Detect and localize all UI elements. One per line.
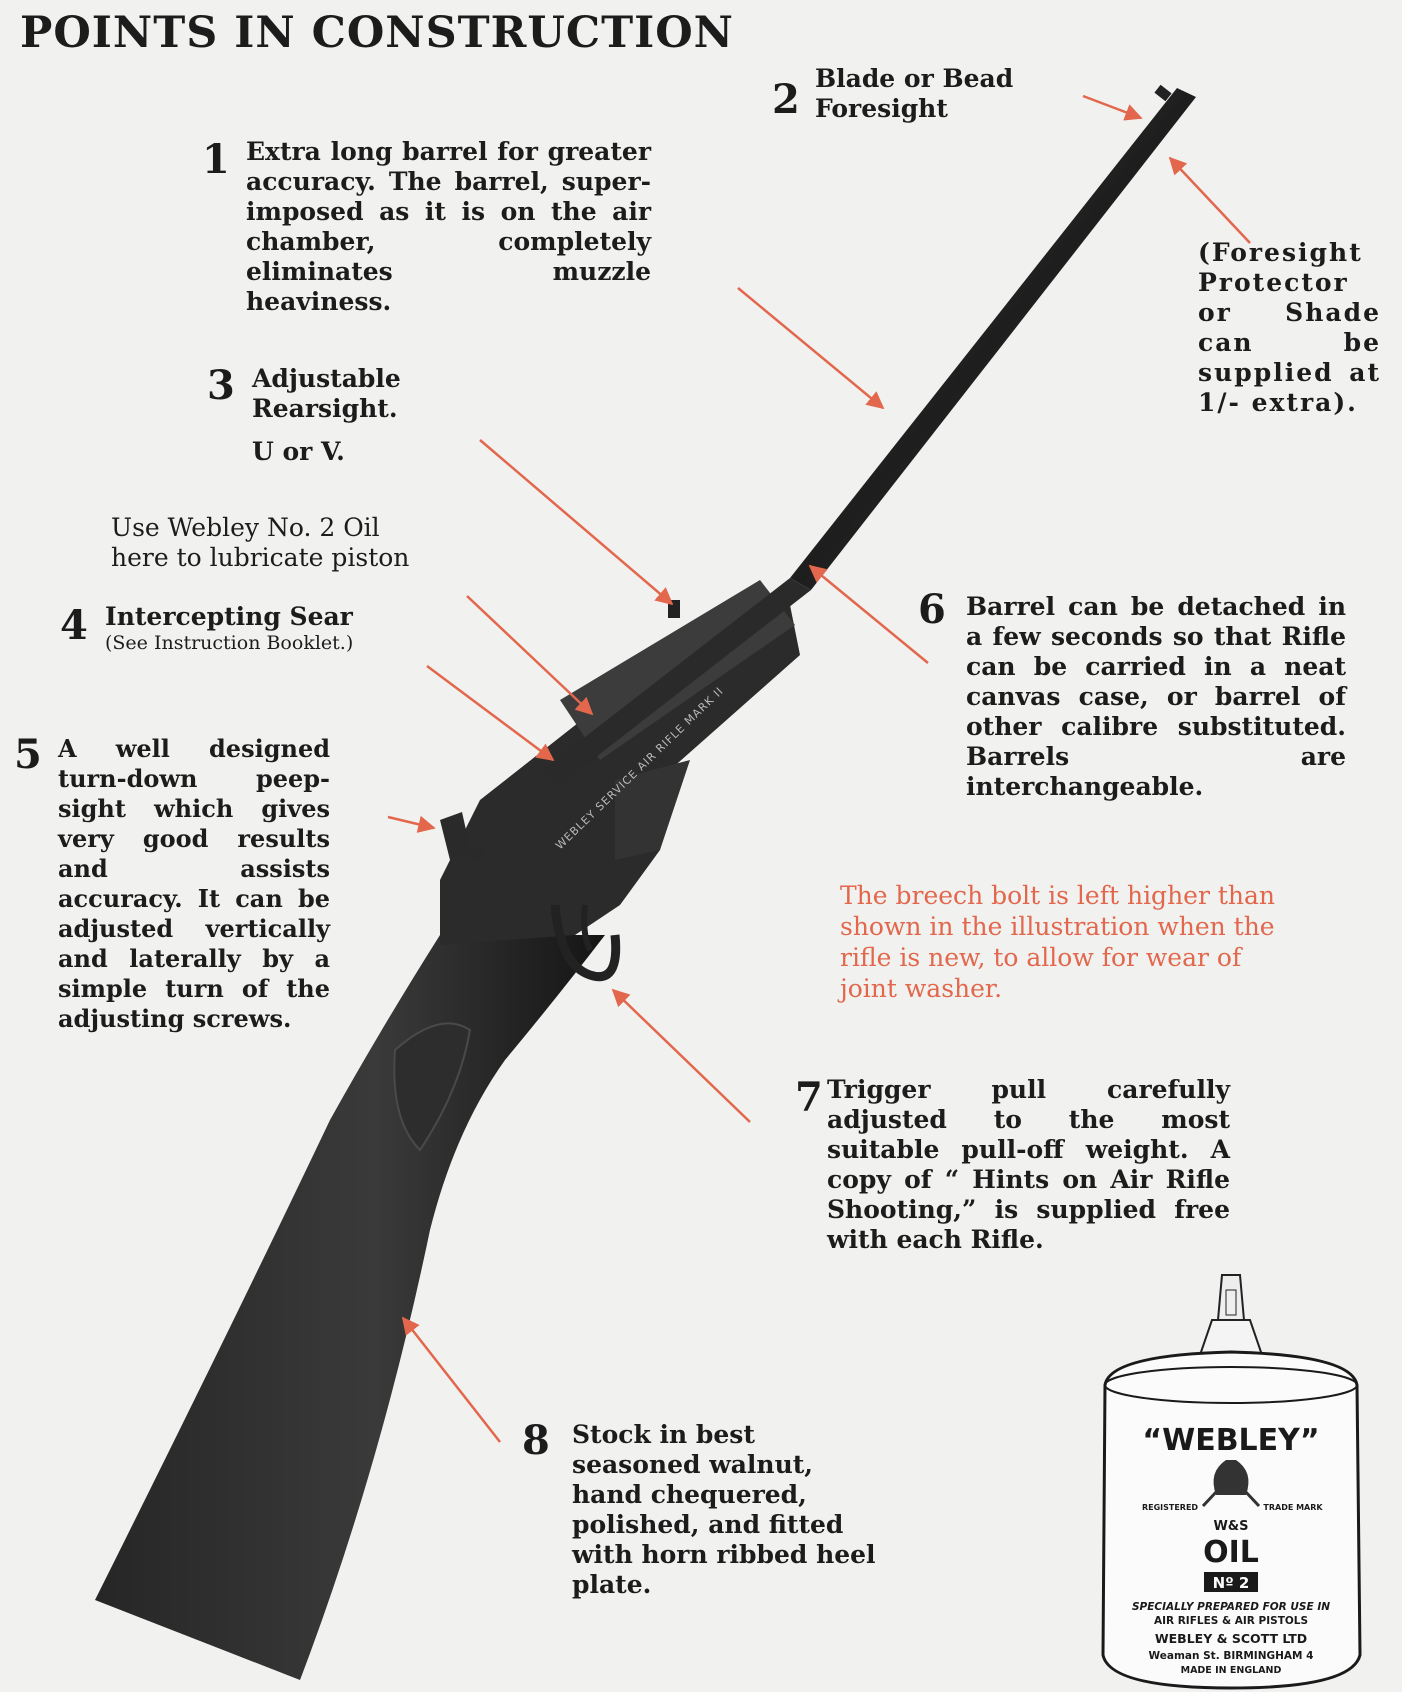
peep-sight: [440, 812, 470, 860]
arrow-rearsight: [479, 439, 674, 606]
point-5-text: A well designed turn-down peep-sight whi…: [58, 734, 330, 1033]
oil-can-address: Weaman St. BIRMINGHAM 4: [1149, 1650, 1314, 1662]
point-8-text: Stock in best seasoned walnut, hand cheq…: [572, 1420, 876, 1599]
arrow-barrel: [737, 287, 885, 410]
point-8-number: 8: [522, 1417, 550, 1464]
oil-can-illustration: [1101, 1274, 1362, 1690]
point-3-number: 3: [207, 362, 235, 409]
point-3-subtext: U or V.: [252, 437, 345, 466]
point-7-text: Trigger pull carefully adjusted to the m…: [827, 1075, 1230, 1254]
arrow-barrel-joint: [808, 564, 929, 664]
arrow-foresight: [1082, 94, 1143, 121]
peep-sight-screw: [470, 848, 484, 862]
breech-bolt-note: The breech bolt is left higher than show…: [840, 881, 1276, 1003]
rifle-barrel: [790, 88, 1196, 590]
rifle-barrel-lower: [540, 578, 811, 785]
trigger: [581, 904, 593, 952]
arrow-sear: [426, 664, 555, 762]
point-4-number: 4: [60, 602, 88, 649]
rifle-magazine-block: [615, 760, 690, 860]
oil-can-grade: Nº 2: [1213, 1574, 1250, 1592]
stock-chequering: [393, 1022, 472, 1152]
arrow-oil-point: [466, 595, 594, 716]
rifle-receiver: [440, 605, 800, 945]
oil-lubrication-note: Use Webley No. 2 Oil here to lubricate p…: [111, 513, 410, 572]
oil-can-line1: SPECIALLY PREPARED FOR USE IN: [1132, 1601, 1330, 1613]
point-5-number: 5: [14, 731, 42, 778]
pointer-arrows: [387, 94, 1251, 1443]
arrow-peep-sight: [387, 815, 436, 833]
point-1-number: 1: [202, 136, 230, 183]
oil-can-initials: W&S: [1213, 1519, 1248, 1534]
arrow-trigger: [611, 988, 751, 1123]
point-4-block: Intercepting Sear (See Instruction Bookl…: [105, 602, 445, 654]
oil-can-brand: “WEBLEY”: [1142, 1423, 1319, 1458]
oil-can-origin: MADE IN ENGLAND: [1181, 1665, 1282, 1676]
point-2-number: 2: [772, 76, 800, 123]
point-6-text: Barrel can be detached in a few seconds …: [966, 592, 1346, 801]
arrow-protector: [1168, 156, 1251, 244]
oil-can-line2: AIR RIFLES & AIR PISTOLS: [1154, 1615, 1308, 1627]
oil-can-registered: REGISTERED: [1142, 1503, 1198, 1512]
oil-can-trade-mark: TRADE MARK: [1263, 1503, 1323, 1512]
page-title: POINTS IN CONSTRUCTION: [20, 8, 734, 58]
oil-can-product: OIL: [1203, 1535, 1259, 1570]
point-2-text: Blade or Bead Foresight: [815, 64, 1014, 123]
point-3-text: Adjustable Rearsight.: [252, 364, 401, 423]
arrow-stock: [401, 1316, 501, 1443]
trigger-guard: [550, 904, 621, 981]
point-1-text: Extra long barrel for greater accuracy. …: [246, 137, 651, 316]
foresight-protector-note: (Foresight Protector or Shade can be sup…: [1198, 238, 1381, 417]
oil-can-grade-box: [1204, 1572, 1258, 1592]
point-6-number: 6: [918, 586, 946, 633]
foresight: [1154, 84, 1172, 102]
point-7-number: 7: [795, 1074, 823, 1121]
rifle-stock: [95, 935, 605, 1680]
point-4-text: Intercepting Sear: [105, 602, 353, 631]
oil-can-maker: WEBLEY & SCOTT LTD: [1155, 1631, 1307, 1646]
point-4-subtext: (See Instruction Booklet.): [105, 632, 354, 654]
